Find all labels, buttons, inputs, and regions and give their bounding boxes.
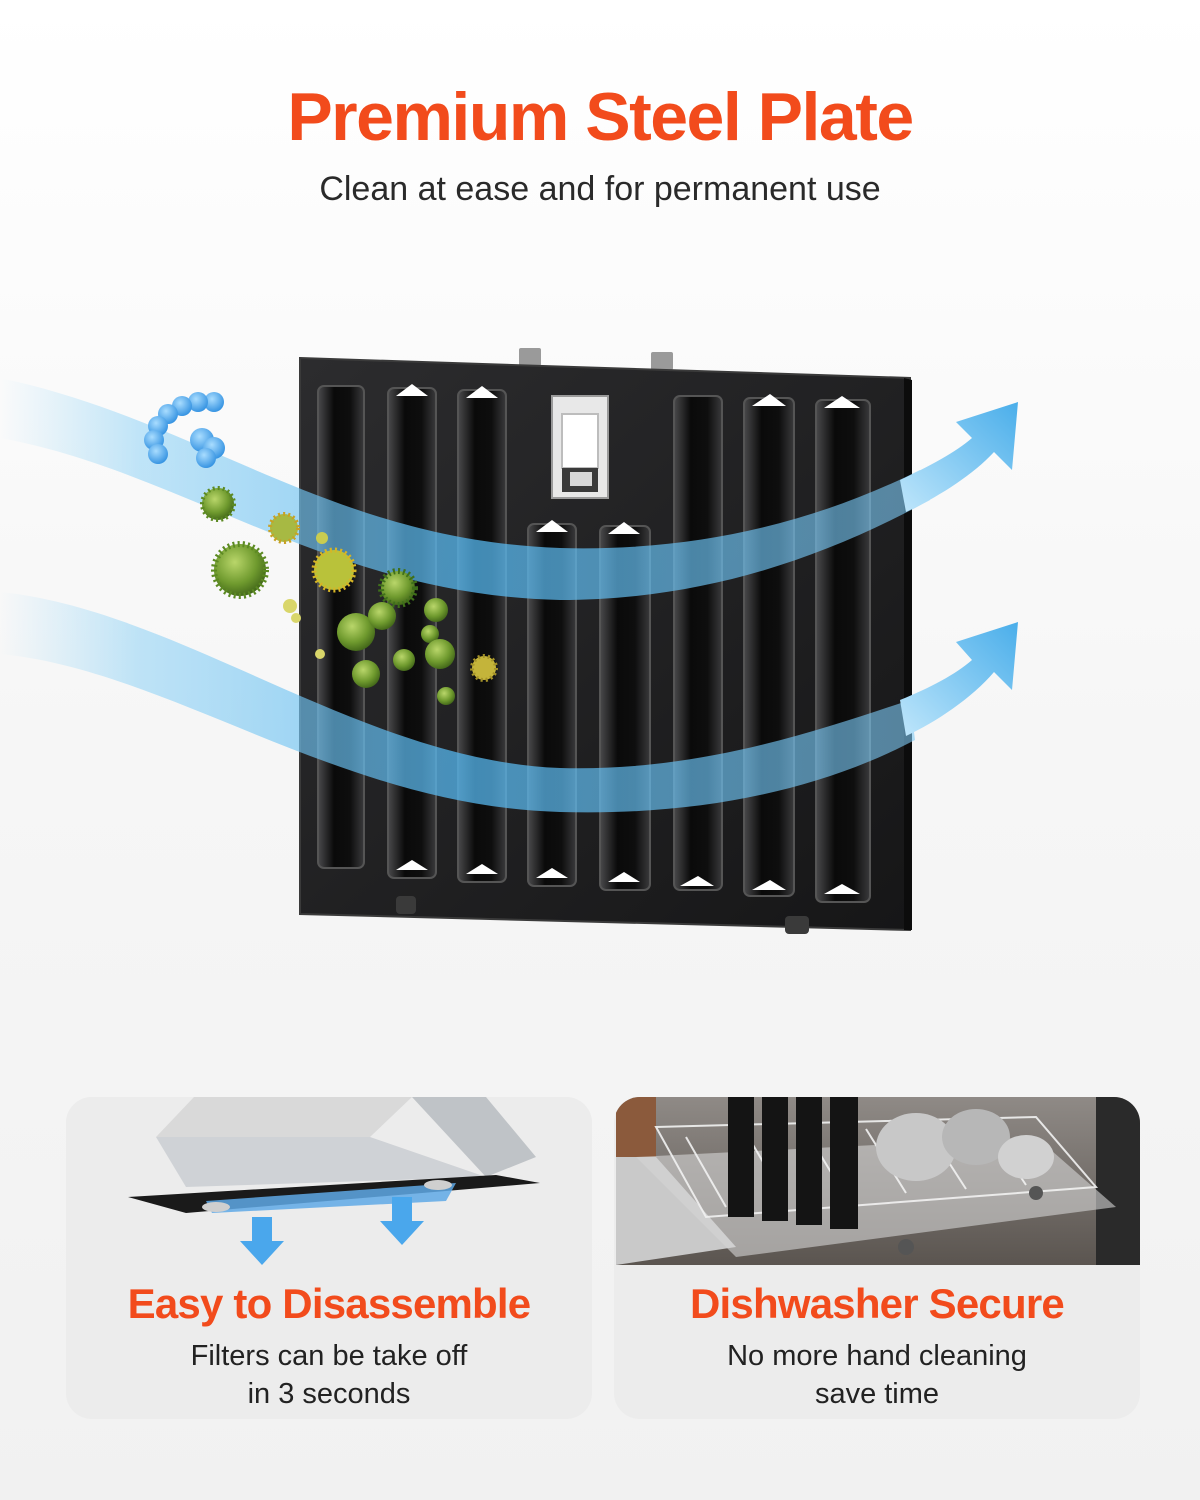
feature-card-dishwasher: Dishwasher Secure No more hand cleaning …: [614, 1097, 1140, 1419]
filter-illustration: [0, 348, 1018, 934]
feature-description: No more hand cleaning save time: [614, 1337, 1140, 1413]
feature-card-disassemble: Easy to Disassemble Filters can be take …: [66, 1097, 592, 1419]
dishwasher-image: [616, 1097, 1140, 1265]
range-hood-image: [66, 1097, 592, 1265]
page-title: Premium Steel Plate: [287, 79, 914, 155]
bacteria-particles: [144, 392, 498, 705]
feature-description-line: No more hand cleaning: [727, 1340, 1027, 1372]
feature-description-line: in 3 seconds: [247, 1378, 411, 1410]
feature-description-line: save time: [814, 1378, 940, 1410]
feature-title: Dishwasher Secure: [690, 1280, 1065, 1327]
page-subtitle: Clean at ease and for permanent use: [319, 170, 881, 208]
airflow-arrow: [900, 402, 1018, 736]
handle-icon: [551, 395, 609, 499]
feature-title: Easy to Disassemble: [127, 1280, 532, 1327]
feature-description: Filters can be take off in 3 seconds: [66, 1337, 592, 1413]
airflow-stream: [0, 378, 930, 813]
steel-filter-panel: [299, 348, 912, 934]
feature-description-line: Filters can be take off: [190, 1340, 468, 1372]
